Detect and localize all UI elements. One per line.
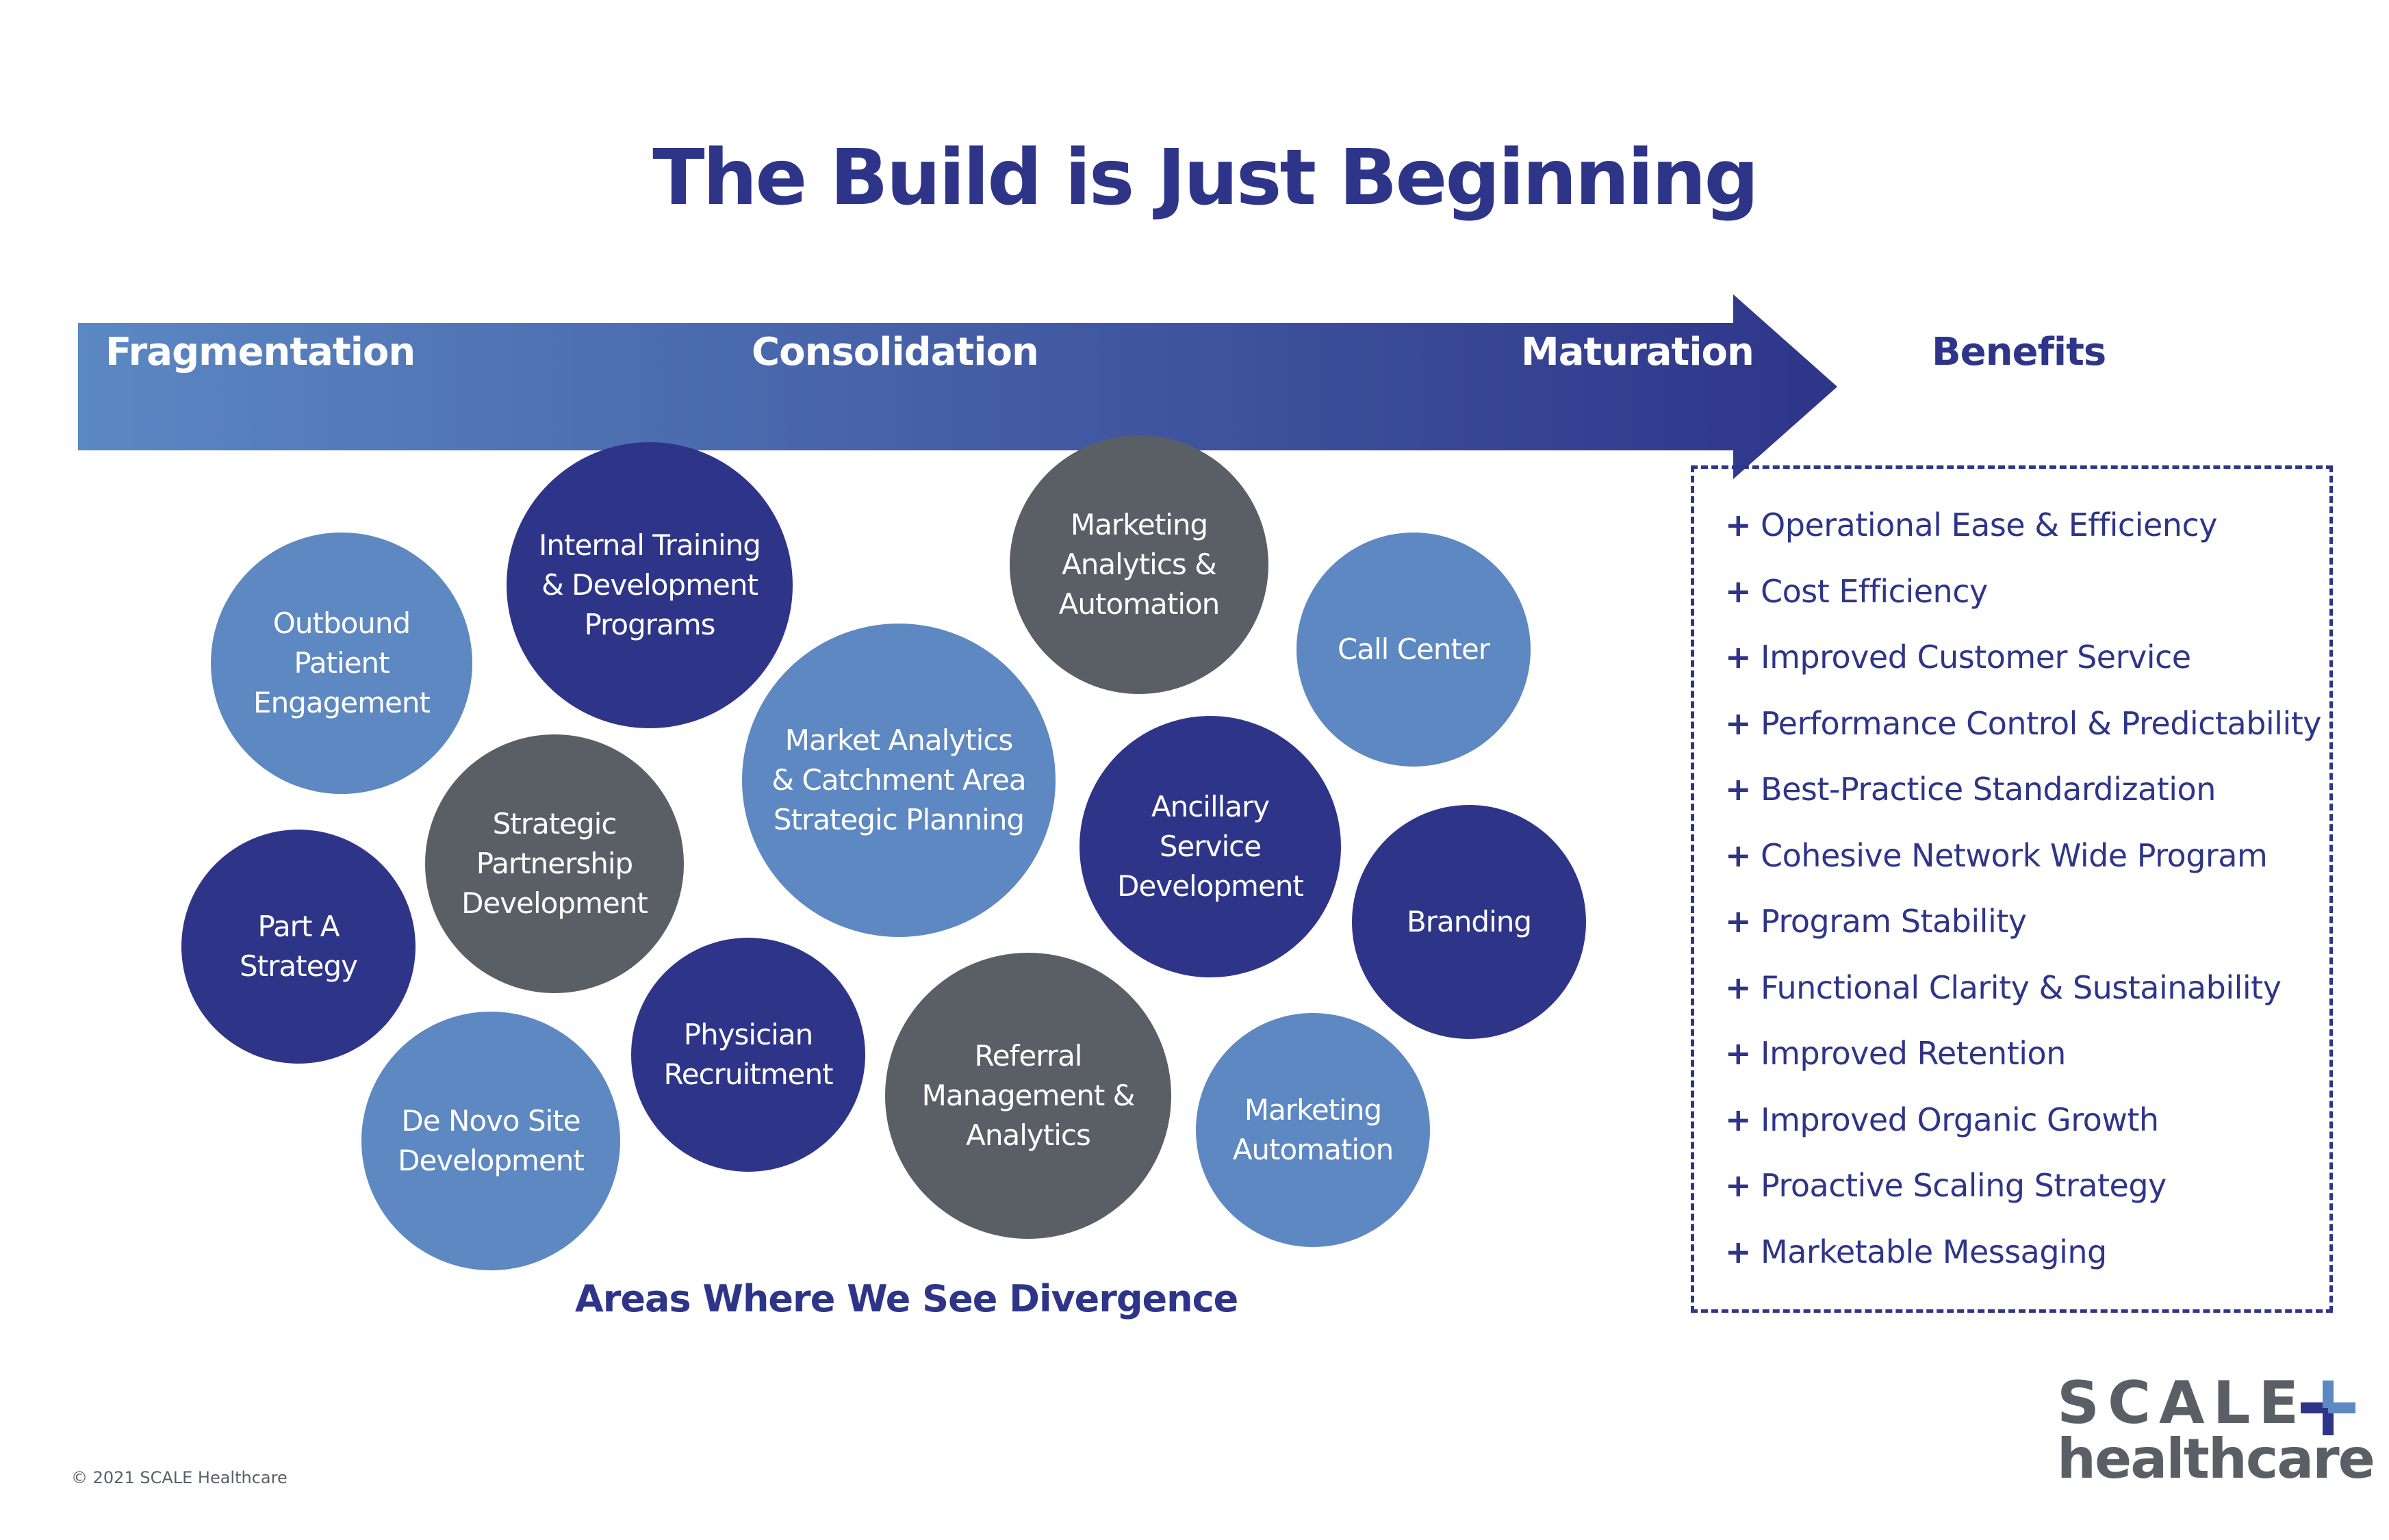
benefit-item: +Marketable Messaging	[1725, 1230, 2321, 1296]
bubble-market-analytics: Market Analytics & Catchment Area Strate…	[742, 624, 1056, 937]
benefit-label: Proactive Scaling Strategy	[1761, 1167, 2167, 1204]
benefit-item: +Cost Efficiency	[1725, 569, 2321, 636]
benefit-item: +Operational Ease & Efficiency	[1725, 503, 2321, 569]
plus-icon	[2301, 1381, 2355, 1435]
bubble-marketing-analytics-automation: Marketing Analytics & Automation	[1010, 435, 1268, 694]
plus-icon: +	[1725, 836, 1752, 874]
divergence-caption: Areas Where We See Divergence	[575, 1277, 1238, 1320]
scale-healthcare-logo: SCALE healthcare	[2057, 1369, 2375, 1490]
progression-arrow	[78, 294, 1837, 479]
page-title: The Build is Just Beginning	[652, 133, 1759, 222]
benefits-list: +Operational Ease & Efficiency+Cost Effi…	[1725, 503, 2321, 1296]
benefit-label: Functional Clarity & Sustainability	[1761, 968, 2282, 1006]
bubble-physician-recruitment: Physician Recruitment	[631, 938, 865, 1172]
plus-icon: +	[1725, 1233, 1752, 1270]
plus-icon: +	[1725, 1101, 1752, 1138]
bubble-call-center: Call Center	[1296, 532, 1531, 767]
benefit-label: Operational Ease & Efficiency	[1761, 506, 2217, 543]
benefit-item: +Improved Retention	[1725, 1031, 2321, 1098]
benefit-label: Performance Control & Predictability	[1761, 704, 2321, 742]
bubble-referral-management: Referral Management & Analytics	[885, 953, 1171, 1239]
stage-consolidation: Consolidation	[752, 330, 1039, 374]
bubble-branding: Branding	[1352, 805, 1586, 1039]
plus-icon: +	[1725, 903, 1752, 940]
benefit-item: +Functional Clarity & Sustainability	[1725, 966, 2321, 1032]
benefit-item: +Improved Organic Growth	[1725, 1098, 2321, 1164]
benefit-label: Marketable Messaging	[1761, 1233, 2107, 1270]
benefit-item: +Proactive Scaling Strategy	[1725, 1164, 2321, 1230]
plus-icon: +	[1725, 639, 1752, 676]
arrow-shape	[78, 294, 1837, 479]
logo-healthcare-text: healthcare	[2057, 1427, 2375, 1491]
bubble-strategic-partnership: Strategic Partnership Development	[425, 734, 684, 993]
plus-icon: +	[1725, 704, 1752, 742]
plus-icon: +	[1725, 968, 1752, 1006]
bubble-outbound-patient-engagement: Outbound Patient Engagement	[211, 532, 472, 794]
benefit-item: +Program Stability	[1725, 899, 2321, 966]
copyright: © 2021 SCALE Healthcare	[71, 1468, 288, 1487]
benefit-item: +Best-Practice Standardization	[1725, 767, 2321, 834]
stage-maturation: Maturation	[1521, 330, 1754, 374]
benefit-label: Cost Efficiency	[1761, 572, 1988, 610]
benefit-label: Cohesive Network Wide Program	[1761, 836, 2268, 874]
bubble-marketing-automation: Marketing Automation	[1196, 1013, 1430, 1247]
plus-icon: +	[1725, 771, 1752, 808]
benefit-item: +Cohesive Network Wide Program	[1725, 834, 2321, 900]
bubble-ancillary-service: Ancillary Service Development	[1079, 716, 1341, 977]
benefits-heading: Benefits	[1932, 330, 2106, 374]
benefit-label: Improved Customer Service	[1761, 639, 2191, 676]
benefit-label: Improved Retention	[1761, 1035, 2066, 1072]
benefit-label: Program Stability	[1761, 903, 2027, 940]
bubble-internal-training: Internal Training & Development Programs	[507, 442, 793, 728]
logo-scale-text: SCALE	[2057, 1369, 2308, 1437]
benefits-box	[1691, 465, 2333, 1313]
benefit-label: Improved Organic Growth	[1761, 1101, 2159, 1138]
plus-icon: +	[1725, 572, 1752, 610]
benefit-label: Best-Practice Standardization	[1761, 771, 2216, 808]
bubble-de-novo-site: De Novo Site Development	[361, 1012, 620, 1270]
plus-icon: +	[1725, 1035, 1752, 1072]
bubble-part-a-strategy: Part A Strategy	[181, 830, 416, 1064]
plus-icon: +	[1725, 1167, 1752, 1204]
benefit-item: +Improved Customer Service	[1725, 635, 2321, 702]
stage-fragmentation: Fragmentation	[105, 330, 416, 374]
benefit-item: +Performance Control & Predictability	[1725, 702, 2321, 768]
plus-icon: +	[1725, 506, 1752, 543]
